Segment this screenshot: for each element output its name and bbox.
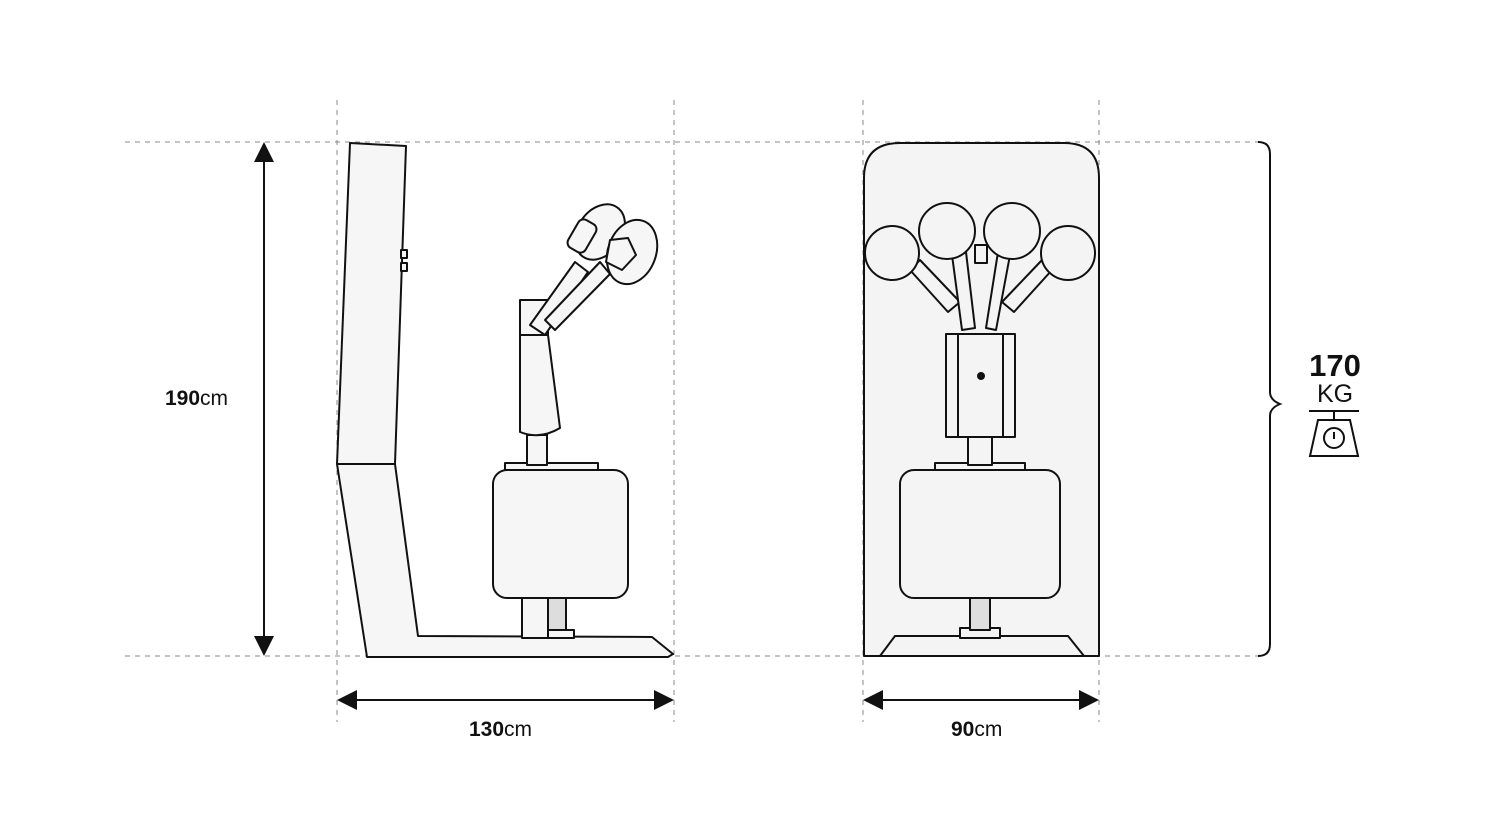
front-view-machine <box>863 142 1100 657</box>
dimension-arrows <box>254 142 1099 710</box>
weight-unit: KG <box>1316 380 1354 408</box>
height-value: 190 <box>165 387 201 410</box>
depth-label: 130cm <box>469 718 532 742</box>
depth-unit: cm <box>504 718 533 741</box>
brace-icon <box>1257 141 1283 657</box>
width-value: 90 <box>951 718 975 741</box>
width-unit: cm <box>974 718 1003 741</box>
weight-value: 170 <box>1309 348 1361 383</box>
width-label: 90cm <box>951 718 1002 742</box>
depth-value: 130 <box>469 718 505 741</box>
height-unit: cm <box>200 387 229 410</box>
scale-icon <box>1308 410 1360 457</box>
side-view-machine <box>336 142 674 658</box>
height-label: 190cm <box>165 387 228 411</box>
